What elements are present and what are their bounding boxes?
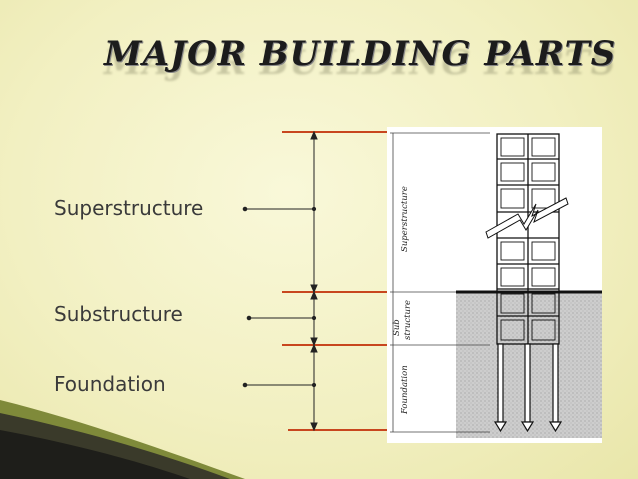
building-figure: Superstructure Sub structure Foundation (387, 127, 602, 443)
dimension-line (310, 130, 318, 432)
figure-label-superstructure: Superstructure (400, 186, 410, 252)
foundation-label: Foundation (54, 372, 166, 396)
figure-label-structure: structure (403, 300, 413, 340)
substructure-label: Substructure (54, 302, 183, 326)
level-lines (282, 131, 392, 431)
figure-label-foundation: Foundation (400, 365, 410, 415)
slide-title: MAJOR BUILDING PARTS (104, 34, 617, 74)
superstructure-label: Superstructure (54, 196, 204, 220)
corner-swoosh (0, 400, 245, 479)
figure-label-sub: Sub (392, 319, 402, 336)
leader-lines (242, 206, 317, 388)
break-symbol (485, 197, 569, 239)
